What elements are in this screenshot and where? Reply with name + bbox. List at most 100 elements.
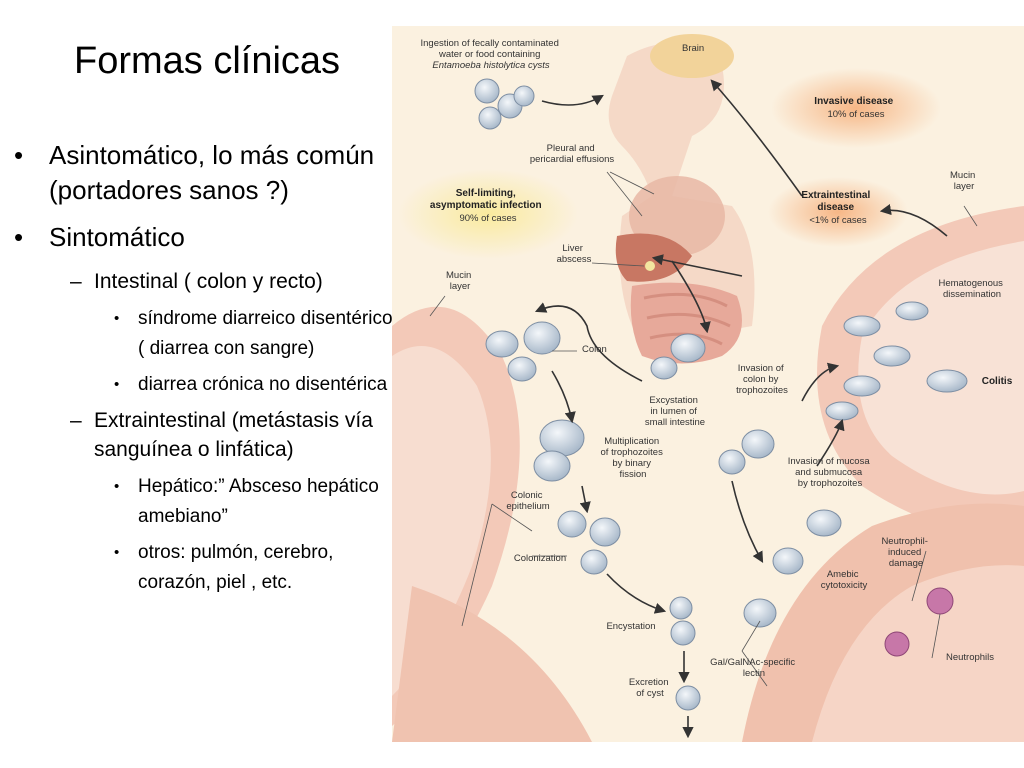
bullet-marker: • xyxy=(114,478,120,495)
bullet-marker: • xyxy=(114,310,120,327)
label-mucin-right: Mucin xyxy=(950,170,975,181)
left-colon-cross-section xyxy=(392,306,592,742)
label-invasion-colon: colon by xyxy=(743,374,779,385)
svg-text:Mucin layer: Mucin layer xyxy=(950,170,978,192)
slide-title: Formas clínicas xyxy=(74,40,341,82)
label-colon: Colon xyxy=(582,344,607,355)
bullet-asymptomatic: • Asintomático, lo más común (portadores… xyxy=(10,138,402,208)
svg-text:Mucin layer: Mucin layer xyxy=(446,270,474,292)
svg-text:Excretion of cyst: Excretion of cyst xyxy=(629,677,671,699)
svg-text:Neutrophil- induced: Neutrophil- induced damage xyxy=(881,536,930,569)
cyst xyxy=(669,596,693,620)
svg-text:Pleural and pericardia: Pleural and pericardial effusions xyxy=(530,143,615,165)
item-text: otros: pulmón, cerebro, corazón, piel , … xyxy=(138,542,334,593)
label-hematogenous: dissemination xyxy=(943,289,1001,300)
item-hepatic: • Hepático:” Absceso hepático amebiano” xyxy=(10,472,402,532)
svg-text:Invasion of colon by: Invasion of colon by trophozoites xyxy=(736,363,788,396)
cyst xyxy=(670,620,696,646)
extraintestinal-glow xyxy=(768,177,908,247)
label-brain: Brain xyxy=(682,43,704,54)
label-liver: abscess xyxy=(557,254,592,265)
intestines xyxy=(630,282,742,364)
label-self-limiting: Self-limiting, xyxy=(456,188,516,199)
label-multiplication: by binary xyxy=(612,458,651,469)
trophozoite xyxy=(743,598,777,628)
amoebiasis-lifecycle-figure: Ingestion of fecally contaminated water … xyxy=(392,26,1024,742)
svg-text:Amebic cytotoxicity: Amebic cytotoxicity xyxy=(821,569,868,591)
arrow-multiplication xyxy=(551,370,576,424)
subbullet-extraintestinal: – Extraintestinal (metástasis vía sanguí… xyxy=(10,406,402,464)
label-mucin-left: layer xyxy=(450,281,471,292)
trophozoite xyxy=(843,375,881,397)
bullet-marker: • xyxy=(114,376,120,393)
svg-text:Liver abscess: Liver abscess xyxy=(557,243,592,265)
label-extraintestinal: disease xyxy=(817,202,854,213)
label-ingestion: water or food containing xyxy=(438,49,540,60)
arrows xyxy=(534,79,948,739)
subbullet-text: Intestinal ( colon y recto) xyxy=(94,270,323,293)
arrow-to-colon xyxy=(671,260,711,334)
label-invasion-mucosa: Invasion of mucosa xyxy=(788,456,871,467)
trophozoite xyxy=(772,547,804,575)
svg-text:Hematogenous dissemina: Hematogenous dissemination xyxy=(938,278,1005,300)
ingested-cyst xyxy=(474,78,500,104)
label-colitis: Colitis xyxy=(982,376,1013,387)
label-invasion-colon: trophozoites xyxy=(736,385,788,396)
invasive-glow xyxy=(771,68,941,148)
bullet-marker: • xyxy=(14,222,24,252)
label-excystation: in lumen of xyxy=(650,406,697,417)
trophozoite xyxy=(926,369,968,393)
ingested-cyst xyxy=(513,85,535,107)
liver-abscess-spot xyxy=(645,261,655,271)
label-multiplication: fission xyxy=(620,469,647,480)
trophozoite xyxy=(825,401,859,421)
trophozoite xyxy=(843,315,881,337)
trophozoite xyxy=(873,345,911,367)
trophozoite xyxy=(806,509,842,537)
label-liver: Liver xyxy=(562,243,583,254)
bullet-list: • Asintomático, lo más común (portadores… xyxy=(10,138,402,604)
arrow-to-encystation xyxy=(606,573,667,614)
trophozoite xyxy=(485,330,519,358)
lifecycle-illustration: Ingestion of fecally contaminated water … xyxy=(392,26,1024,742)
label-mucin-right: layer xyxy=(954,181,975,192)
trophozoite xyxy=(589,517,621,547)
label-excystation: Excystation xyxy=(649,395,698,406)
cyst xyxy=(675,685,701,711)
label-invasion-mucosa: and submucosa xyxy=(795,467,863,478)
label-extraintestinal: <1% of cases xyxy=(809,215,867,226)
subbullet-intestinal: – Intestinal ( colon y recto) xyxy=(10,267,402,296)
item-text: Hepático:” Absceso hepático amebiano” xyxy=(138,476,379,527)
arrow-hematogenous xyxy=(651,254,743,277)
item-dysenteric: • síndrome diarreico disentérico ( diarr… xyxy=(10,304,402,364)
leader-lines xyxy=(429,171,978,687)
label-neutrophil-damage: damage xyxy=(889,558,923,569)
arrow-to-colonization xyxy=(579,485,591,514)
svg-text:Invasive disease 10% o: Invasive disease 10% of cases xyxy=(814,91,897,120)
label-invasion-mucosa: by trophozoites xyxy=(798,478,863,489)
trophozoite xyxy=(895,301,929,321)
arrow-to-mucosa xyxy=(731,480,764,563)
arrow-ingestion xyxy=(541,94,604,106)
right-tissue-section xyxy=(742,503,1024,742)
label-lectin: Gal/GalNAc-specific xyxy=(710,657,795,668)
trophozoite xyxy=(557,510,587,538)
item-text: síndrome diarreico disentérico ( diarrea… xyxy=(138,308,393,359)
label-pleural: pericardial effusions xyxy=(530,154,615,165)
label-neutrophils: Neutrophils xyxy=(946,652,994,663)
trophozoite xyxy=(650,356,678,380)
arrow-colon-loop xyxy=(534,302,643,382)
item-text: diarrea crónica no disentérica xyxy=(138,374,388,395)
label-ingestion: Ingestion of fecally contaminated xyxy=(420,38,558,49)
label-multiplication: of trophozoites xyxy=(601,447,664,458)
trophozoite xyxy=(539,419,585,457)
self-limiting-glow xyxy=(398,169,578,259)
arrow-invasion-up xyxy=(801,362,840,402)
label-multiplication: Multiplication xyxy=(604,436,659,447)
dash-marker: – xyxy=(70,409,82,432)
cells xyxy=(474,78,968,711)
svg-text:Excystation in lumen o: Excystation in lumen of small intestine xyxy=(645,395,705,428)
trophozoite xyxy=(670,333,706,363)
label-self-limiting: asymptomatic infection xyxy=(430,200,542,211)
svg-text:Extraintestinal diseas: Extraintestinal disease <1% of cases xyxy=(801,185,874,226)
